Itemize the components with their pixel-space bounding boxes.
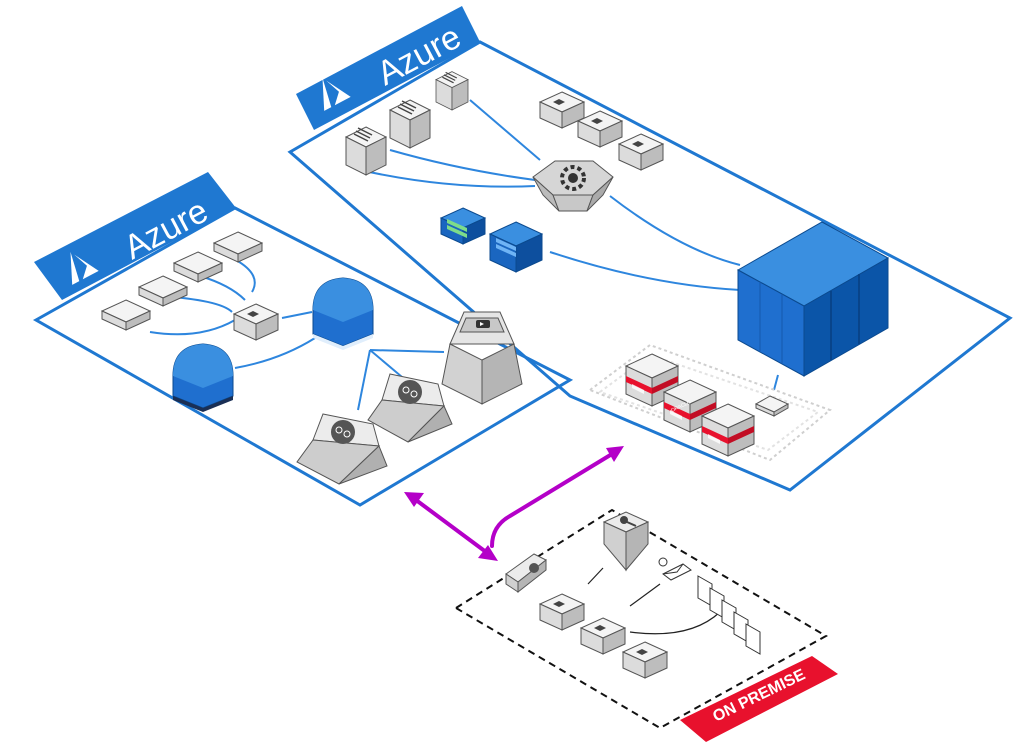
arrow-onprem-to-right <box>490 446 624 548</box>
blue-storage-block-icon <box>736 221 890 377</box>
server-box-onprem-1 <box>539 593 585 631</box>
azure-logo-icon <box>322 77 351 111</box>
server-box-2 <box>577 110 623 148</box>
server-box-onprem-2 <box>580 617 626 655</box>
key-icon <box>602 511 650 572</box>
server-box-3 <box>618 133 664 171</box>
server-box-left-4 <box>101 299 151 331</box>
tower-server-2 <box>389 99 431 149</box>
tower-server-1 <box>345 126 387 176</box>
azure-logo-icon <box>70 251 99 285</box>
blue-green-cube-icon <box>439 207 487 245</box>
connectors-top <box>359 99 779 391</box>
mail-icon <box>658 557 692 581</box>
blue-blob-icon-1 <box>312 277 374 350</box>
connectors-on-premise <box>587 567 721 635</box>
document-stack <box>697 575 761 655</box>
pyramid-icon-2 <box>367 373 453 443</box>
server-box-left-2 <box>173 251 223 283</box>
camera-icon <box>505 553 547 594</box>
document-icon <box>745 623 761 655</box>
gear-hub-icon <box>532 160 614 212</box>
server-box-left-3 <box>138 275 188 307</box>
pyramid-icon-1 <box>296 413 388 485</box>
server-small-1 <box>435 70 469 111</box>
blue-blob-icon-2 <box>172 343 234 412</box>
arrow-left-to-onprem <box>404 492 498 561</box>
cylinder-icon <box>441 311 523 405</box>
server-box-left-1 <box>213 231 263 263</box>
server-box-1 <box>539 91 585 129</box>
server-box-onprem-3 <box>622 641 668 679</box>
network-switch-icon <box>754 395 790 417</box>
blue-cube-icon <box>488 221 544 273</box>
server-box-left-5 <box>233 303 279 341</box>
link-arrows <box>404 446 624 561</box>
